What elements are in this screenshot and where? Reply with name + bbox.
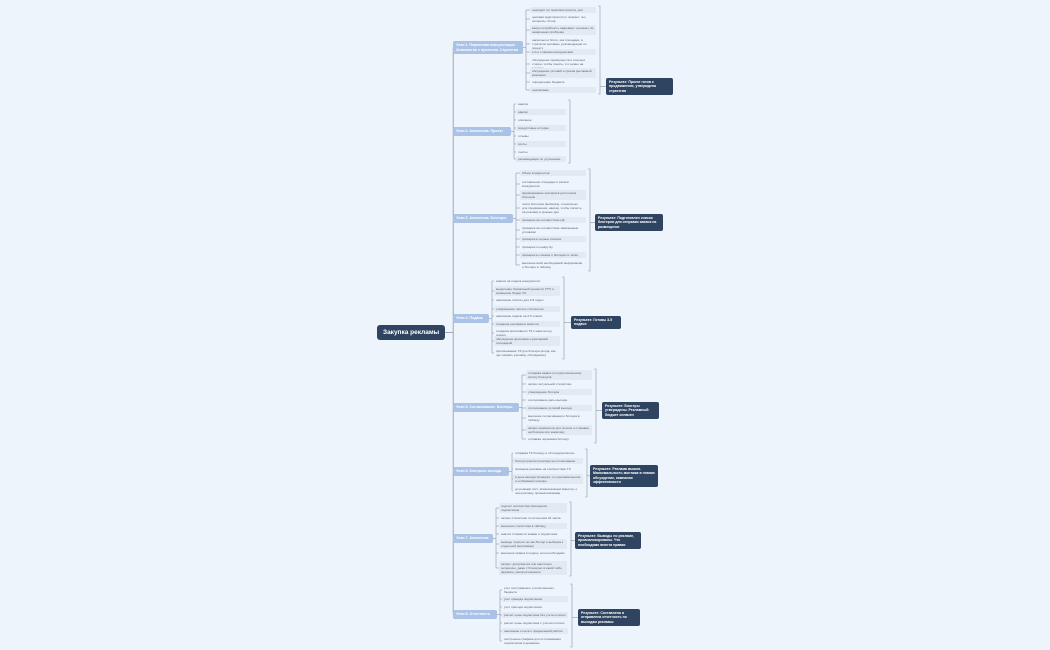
list-item[interactable]: посты bbox=[516, 141, 566, 147]
list-item[interactable]: внесение всей необходимой информации о б… bbox=[522, 261, 583, 269]
list-item[interactable]: построение графика для отслеживания подп… bbox=[504, 637, 561, 645]
list-item[interactable]: внесение правок в подачу, если необходим… bbox=[501, 551, 565, 555]
list-item[interactable]: проверка на соответствие заявленным усло… bbox=[522, 226, 579, 234]
stage-node[interactable]: Этап 1. Первичная консультация. Знакомст… bbox=[453, 41, 523, 55]
list-item[interactable]: утверждение гипотез с Клиентом bbox=[494, 306, 560, 312]
list-item[interactable]: согласование условий выхода bbox=[526, 405, 592, 411]
list-item[interactable]: рекомендации по улучшению bbox=[516, 156, 566, 162]
list-item[interactable]: в день выхода проверка, что реклама вышл… bbox=[513, 474, 583, 484]
list-item[interactable]: выделение Уникальной ценности УТП и срав… bbox=[494, 286, 560, 296]
root-node[interactable]: Закупка рекламы bbox=[377, 325, 446, 340]
list-item[interactable]: создание рекламных макетов bbox=[494, 321, 560, 327]
list-item[interactable]: учет привода подписчиков bbox=[502, 596, 568, 602]
list-item[interactable]: обсуждение креативов и рекламной площадк… bbox=[494, 336, 560, 346]
list-item[interactable]: отправка ТЗ блогеру и об предпросмотре bbox=[515, 451, 575, 455]
list-item[interactable]: обсуждение условий и сроков рекламной ко… bbox=[530, 68, 596, 78]
list-item[interactable]: утверждение блогера bbox=[526, 389, 592, 395]
stage-node[interactable]: Этап 8. Отчетность bbox=[453, 610, 497, 619]
result-node[interactable]: Результат: Подготовлен список блогеров д… bbox=[595, 214, 663, 232]
list-item[interactable]: внесение статистики в таблицу bbox=[499, 523, 567, 529]
list-item[interactable]: отправка черновика блогеру bbox=[528, 437, 569, 441]
list-item[interactable]: поиск блогеров (выборка), и насколько дл… bbox=[522, 202, 582, 214]
list-item[interactable]: подсчет количества пришедших подписчиков bbox=[499, 503, 567, 513]
list-item[interactable]: тексты bbox=[518, 150, 528, 154]
list-item[interactable]: учет поступившего и исполненного бюджета bbox=[504, 586, 555, 594]
stage-node[interactable]: Этап 6. Контроль выхода bbox=[453, 467, 509, 476]
list-item[interactable]: запрос реквизитов для оплаты и отправка … bbox=[526, 425, 592, 435]
list-item[interactable]: подписание bbox=[530, 87, 596, 93]
list-item[interactable]: составление площадок и записи конкуренто… bbox=[522, 180, 569, 188]
list-item[interactable]: Обзор конкурентов bbox=[520, 170, 586, 176]
list-item[interactable]: насколько в блоге, как площадке, в страт… bbox=[532, 38, 587, 50]
list-item[interactable]: проверка в отзывах о блогерах и чатах bbox=[520, 252, 586, 258]
list-item[interactable]: выводы 'хорошо' не как блогер и выборка … bbox=[499, 539, 567, 549]
list-item[interactable]: описание bbox=[518, 118, 532, 122]
list-item[interactable]: какую потребность закрывает и решает ли … bbox=[530, 25, 596, 35]
stage-node[interactable]: Этап 7. Аналитика bbox=[453, 534, 493, 543]
stage-node[interactable]: Этап 4. Подача bbox=[453, 314, 489, 323]
list-item[interactable]: определение бюджета bbox=[532, 80, 565, 84]
list-item[interactable]: до реакции пост, всевозможный монитор, о… bbox=[515, 487, 578, 495]
list-item[interactable]: отзывы bbox=[518, 134, 529, 138]
result-node[interactable]: Результат: Проект готов к продвижению, у… bbox=[606, 78, 673, 96]
result-node[interactable]: Результат: Реклама вышла. Максимальность… bbox=[590, 465, 658, 487]
list-item[interactable]: расчет цены подписчика без учета отписок bbox=[502, 612, 568, 618]
list-item[interactable]: блогер прислал рекламу на согласование bbox=[513, 458, 583, 464]
list-item[interactable]: проверка рекламы на соответствие ТЗ bbox=[515, 467, 571, 471]
list-item[interactable]: кто и с какими конкурентами bbox=[530, 49, 596, 55]
result-node[interactable]: Результат: Составлена и отправлена отчет… bbox=[578, 609, 640, 627]
list-item[interactable]: запрос статистики по истечении 24 часов bbox=[501, 516, 561, 520]
list-item[interactable]: внесение согласованного блогера в таблиц… bbox=[528, 414, 580, 422]
list-item[interactable]: проверка по накрутку bbox=[522, 245, 553, 249]
list-item[interactable]: создание креативного ТЗ и макета под под… bbox=[496, 329, 552, 337]
list-item[interactable]: написание подачи на 2-5 этапах bbox=[496, 314, 543, 318]
list-item[interactable]: проверка в черных списках bbox=[520, 236, 586, 242]
list-item[interactable]: написание отчета о проделанной работе bbox=[502, 628, 568, 634]
result-node[interactable]: Результат: Выводы по рекламе, проанализи… bbox=[575, 532, 641, 550]
stage-node[interactable]: Этап 3. Аналитика. Блогеры bbox=[453, 214, 513, 223]
result-node[interactable]: Результат: Готовы 3-5 подачи bbox=[571, 316, 621, 329]
stage-node[interactable]: Этап 5. Согласование. Блогеры bbox=[453, 403, 519, 412]
list-item[interactable]: учет прихода подписчиков bbox=[504, 605, 542, 609]
list-item[interactable]: запрос, допускается или настолько интере… bbox=[499, 561, 567, 575]
list-item[interactable]: проверка на соответствие ЦА bbox=[520, 217, 586, 223]
list-item[interactable]: подходит ли тематика проекта, для bbox=[530, 7, 596, 13]
list-item[interactable]: формирование критериев для поиска блогер… bbox=[520, 190, 586, 200]
list-item[interactable]: расчет цены подписчика с учетом отписок bbox=[504, 621, 565, 625]
list-item[interactable]: отправка заявок по подготовленному списк… bbox=[526, 370, 592, 380]
stage-node[interactable]: Этап 2. Аналитика. Проект bbox=[453, 127, 511, 136]
list-item[interactable]: целевая аудитория (пол, возраст, гео, ин… bbox=[532, 15, 587, 23]
list-item[interactable]: анализ на подача конкурентов bbox=[496, 279, 540, 283]
list-item[interactable]: запрос актуальной статистики bbox=[528, 382, 572, 386]
list-item[interactable]: согласование даты выхода bbox=[528, 398, 568, 402]
list-item[interactable]: анализ стоимости заявки и подписчика bbox=[501, 532, 558, 536]
list-item[interactable]: написание гипотез для 2-5 подач bbox=[496, 298, 544, 302]
result-node[interactable]: Результат: Блогеры утверждены. Рекламный… bbox=[602, 402, 659, 420]
list-item[interactable]: прописывание ТЗ для блогера (когда, как,… bbox=[496, 349, 557, 357]
list-item[interactable]: анализ bbox=[518, 102, 529, 106]
list-item[interactable]: продуктовые истории bbox=[516, 125, 566, 131]
list-item[interactable]: аватар bbox=[516, 109, 566, 115]
